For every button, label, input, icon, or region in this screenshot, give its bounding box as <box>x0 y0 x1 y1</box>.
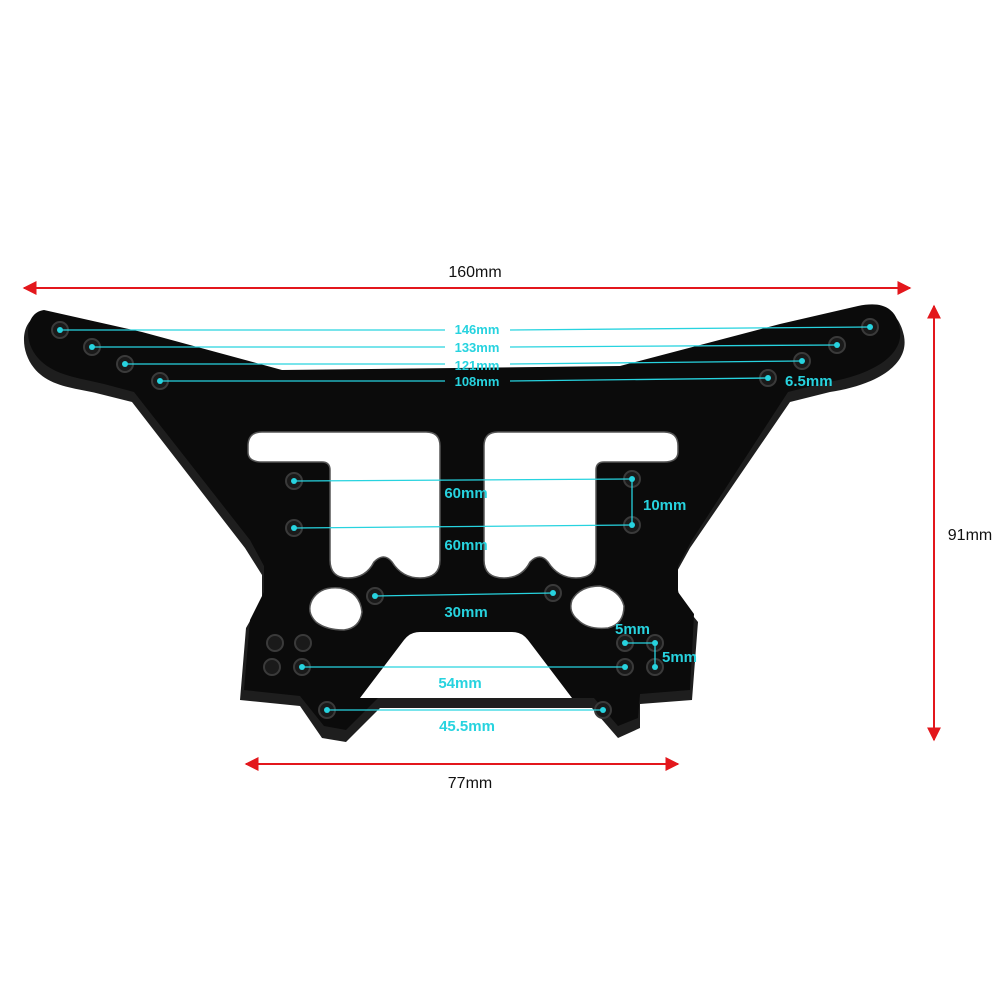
measure-line-146 <box>509 326 871 331</box>
shock-tower-part <box>23 304 905 742</box>
label-5-vertical: 5mm <box>662 649 697 666</box>
right-lower-cutout <box>570 585 625 630</box>
measure-dot <box>89 344 95 350</box>
label-30: 30mm <box>444 604 487 621</box>
measure-dot <box>372 593 378 599</box>
measure-line-108 <box>509 377 769 382</box>
measure-line-60-lower <box>293 524 633 529</box>
label-60-upper: 60mm <box>444 485 487 502</box>
outer-dimension-arrows <box>22 281 941 771</box>
label-10: 10mm <box>643 497 686 514</box>
measure-dot <box>291 478 297 484</box>
measure-dot <box>299 664 305 670</box>
label-60-lower: 60mm <box>444 537 487 554</box>
measure-dot <box>291 525 297 531</box>
measure-dot <box>652 640 658 646</box>
measure-line-60-upper <box>293 478 633 482</box>
width-label: 160mm <box>448 264 501 281</box>
label-146: 146mm <box>455 322 500 337</box>
label-45: 45.5mm <box>439 718 495 735</box>
center-arch-cutout <box>360 632 572 698</box>
measure-dot <box>622 664 628 670</box>
measure-dot <box>622 640 628 646</box>
label-108: 108mm <box>455 374 500 389</box>
measure-dot <box>765 375 771 381</box>
label-hole-diameter: 6.5mm <box>785 373 833 390</box>
hole <box>294 634 312 652</box>
left-lower-cutout <box>309 587 363 631</box>
measure-dot <box>629 476 635 482</box>
measurement-lines <box>60 326 871 711</box>
label-133: 133mm <box>455 340 500 355</box>
measure-dot <box>122 361 128 367</box>
measure-dot <box>324 707 330 713</box>
hole <box>266 634 284 652</box>
measure-dot <box>57 327 63 333</box>
right-window-cutout <box>483 431 679 579</box>
measure-line-121 <box>509 360 803 365</box>
measurement-labels: 146mm 133mm 121mm 108mm 6.5mm 60mm 10mm … <box>438 322 832 735</box>
measure-dot <box>867 324 873 330</box>
label-5-horizontal: 5mm <box>615 621 650 638</box>
measure-dot <box>799 358 805 364</box>
measure-dot <box>600 707 606 713</box>
part-plate <box>27 304 901 730</box>
measure-dot <box>629 522 635 528</box>
left-window-cutout <box>247 431 441 579</box>
measure-dot <box>652 664 658 670</box>
hole <box>263 658 281 676</box>
bottom-width-label: 77mm <box>448 775 492 792</box>
height-label: 91mm <box>948 527 992 544</box>
measure-dot <box>157 378 163 384</box>
label-121: 121mm <box>455 358 500 373</box>
measure-dot <box>550 590 556 596</box>
measure-dot <box>834 342 840 348</box>
measure-line-133 <box>509 344 838 348</box>
label-54: 54mm <box>438 675 481 692</box>
measurement-dots <box>57 324 873 713</box>
measure-line-30 <box>374 592 554 597</box>
